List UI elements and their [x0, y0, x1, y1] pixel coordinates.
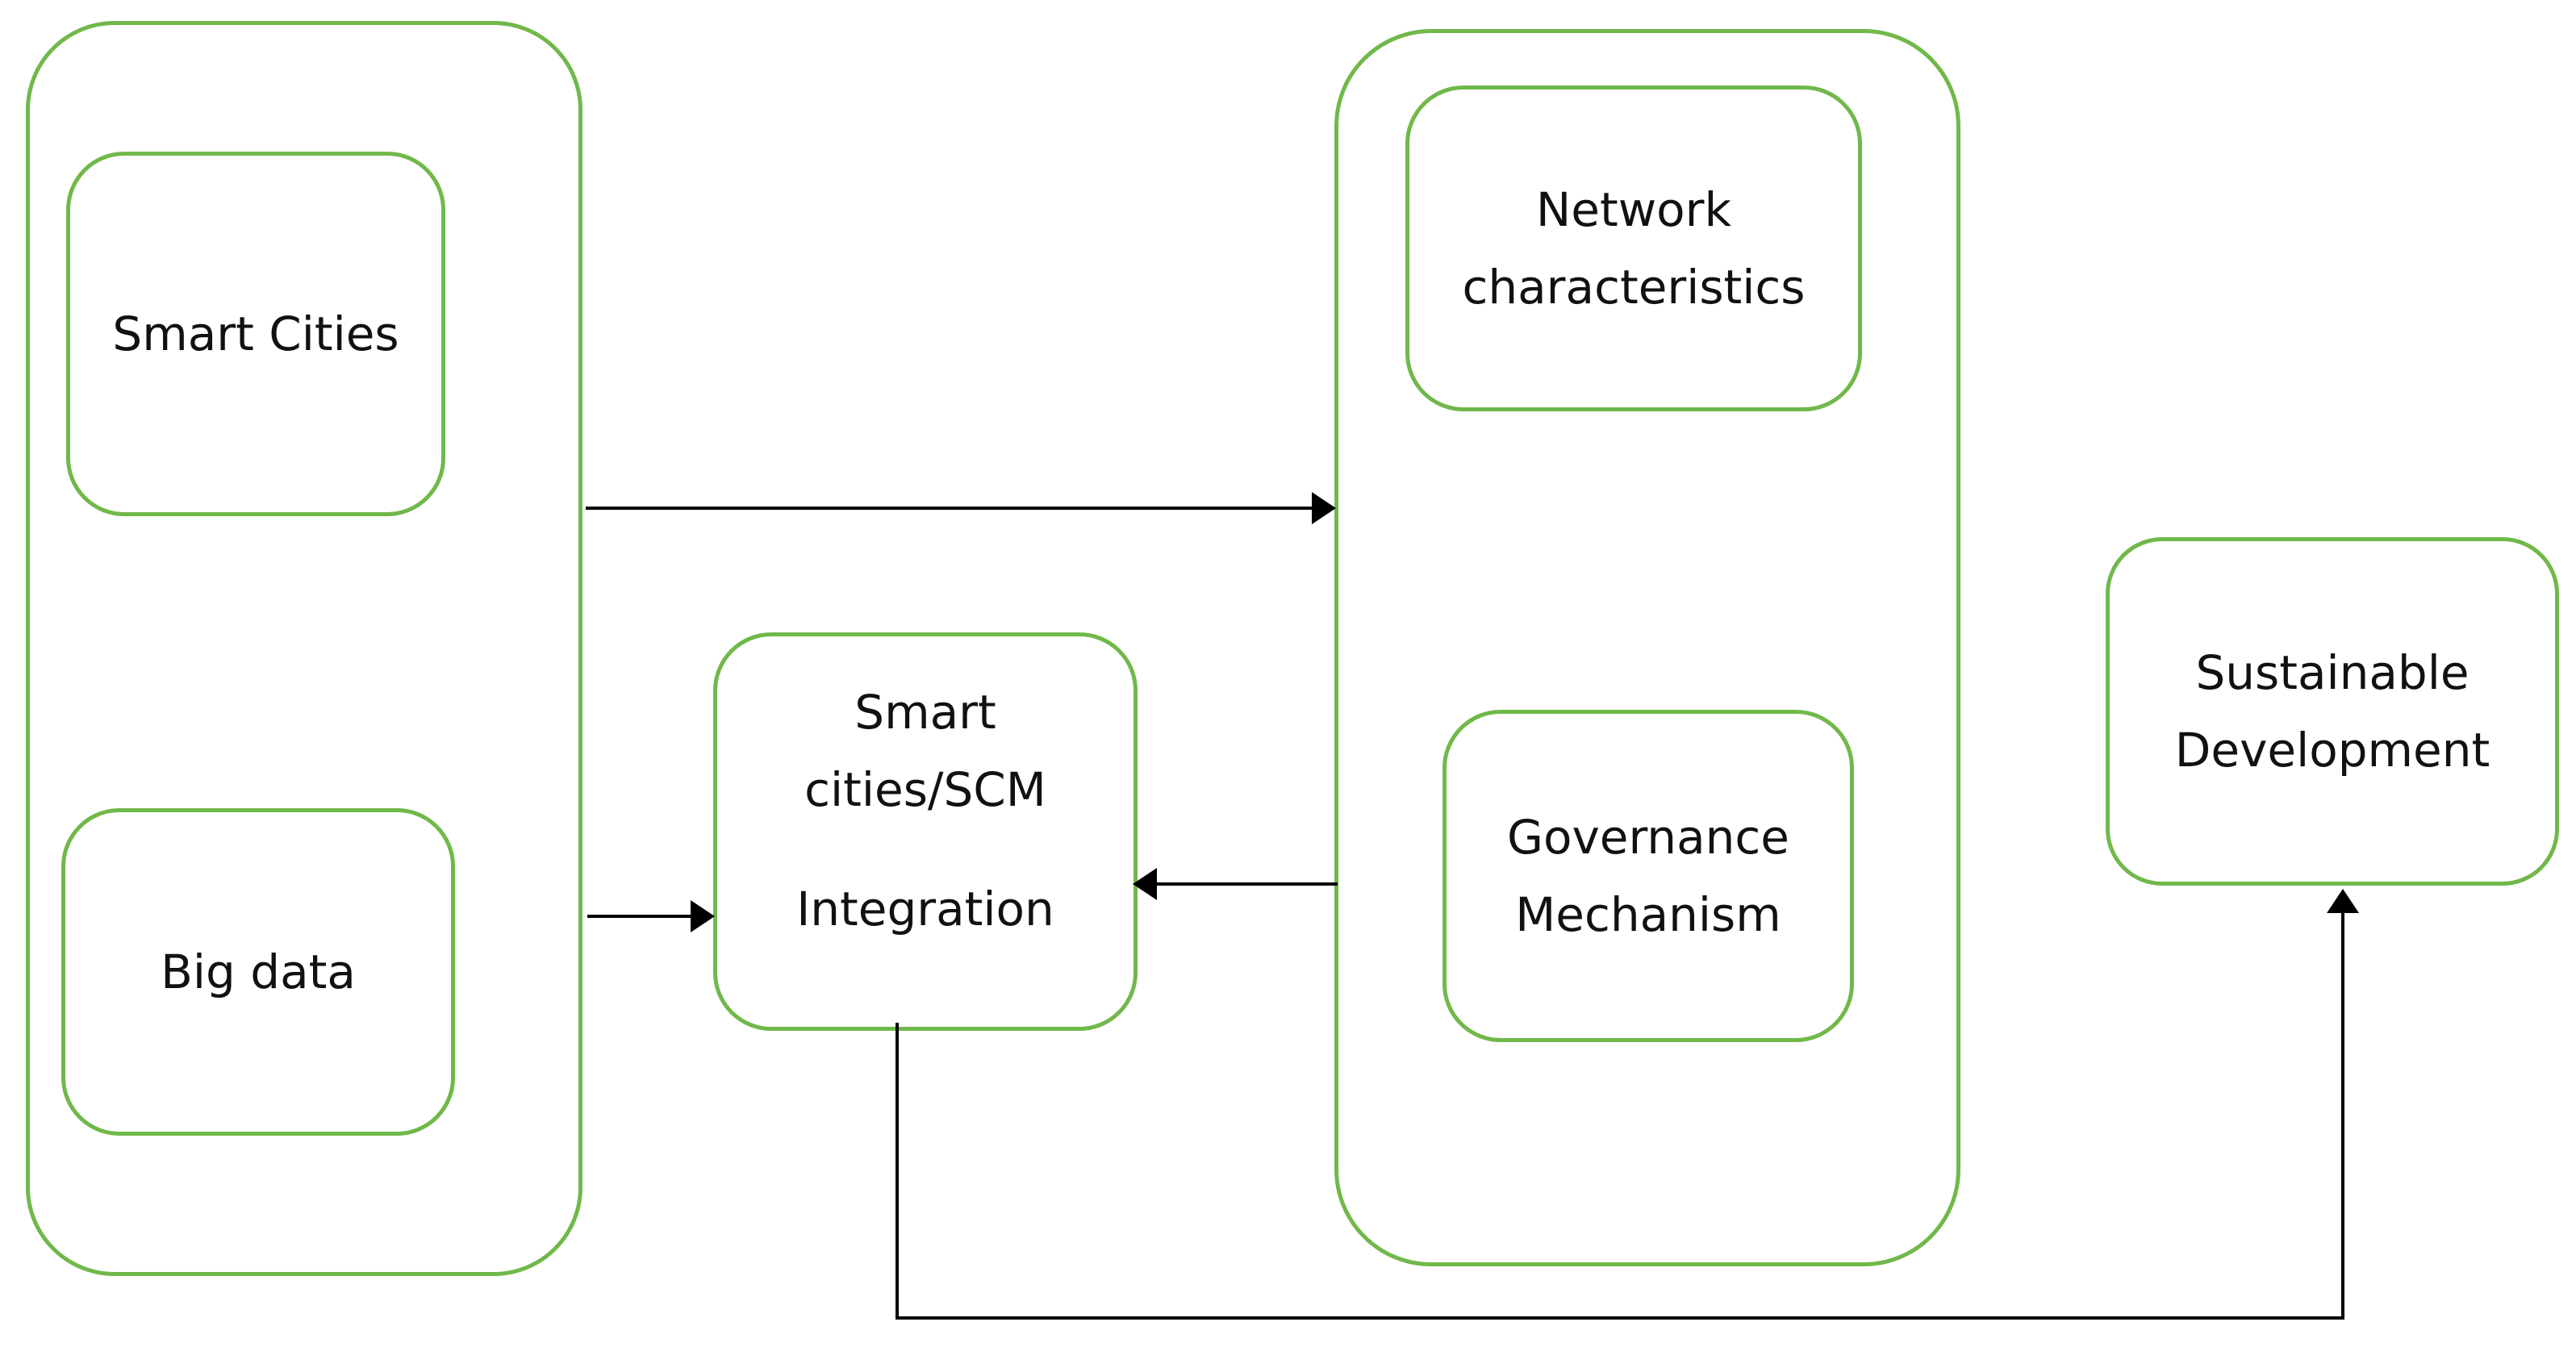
integration-label-line3: Integration [796, 882, 1054, 936]
connector-sustainable-up [2341, 911, 2344, 1320]
connector-integration-bottom [896, 1316, 2344, 1320]
connector-sustainable-arrowhead [2327, 889, 2359, 913]
smart-cities-node: Smart Cities [66, 152, 445, 516]
connector-left-to-right-group [586, 507, 1315, 510]
network-characteristics-node: Network characteristics [1405, 85, 1862, 411]
sustainable-development-text: Sustainable Development [2175, 634, 2490, 789]
governance-label-line2: Mechanism [1515, 887, 1781, 942]
connector-bigdata-to-integration-arrowhead [691, 900, 715, 932]
big-data-label: Big data [161, 945, 356, 999]
connector-governance-to-integration [1157, 882, 1338, 886]
sustainable-label-line2: Development [2174, 723, 2490, 778]
connector-bigdata-to-integration [587, 915, 692, 918]
smart-cities-label: Smart Cities [112, 307, 399, 361]
integration-label-line1: Smart [854, 685, 996, 740]
governance-mechanism-node: Governance Mechanism [1442, 710, 1854, 1042]
governance-label-line1: Governance [1507, 810, 1789, 865]
connector-integration-down [896, 1023, 899, 1320]
network-characteristics-text: Network characteristics [1462, 171, 1805, 326]
governance-mechanism-text: Governance Mechanism [1507, 799, 1789, 953]
sustainable-label-line1: Sustainable [2195, 645, 2470, 700]
big-data-node: Big data [61, 808, 455, 1136]
network-label-line1: Network [1535, 182, 1732, 237]
integration-label-line2: cities/SCM [804, 762, 1046, 817]
connector-left-to-right-arrowhead [1312, 492, 1336, 524]
sustainable-development-node: Sustainable Development [2106, 537, 2559, 886]
integration-node: Smart cities/SCM Integration [713, 632, 1138, 1031]
network-label-line2: characteristics [1462, 260, 1806, 315]
connector-governance-to-integration-arrowhead [1133, 868, 1157, 900]
